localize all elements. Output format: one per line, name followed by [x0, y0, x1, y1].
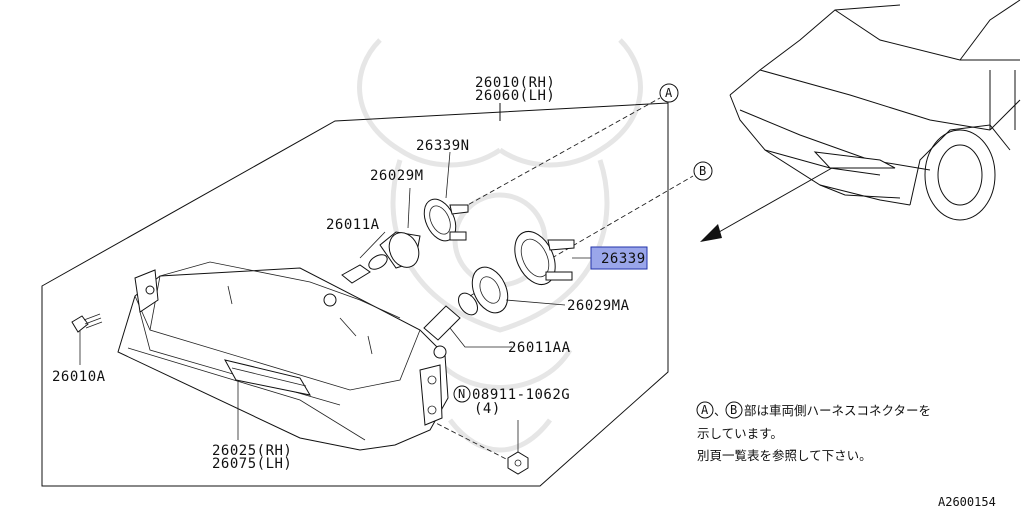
nut-part — [507, 420, 529, 475]
label-holder-m: 26029M — [370, 168, 424, 184]
svg-text:、: 、 — [714, 403, 727, 418]
note-line-1: 部は車両側ハーネスコネクターを — [744, 403, 931, 418]
label-nut-code: 08911-1062G — [472, 387, 570, 403]
label-holder-ma: 26029MA — [567, 298, 630, 314]
connector-a-letter: A — [665, 86, 673, 100]
svg-text:A: A — [701, 403, 709, 417]
note-line-2: 示しています。 — [697, 426, 783, 441]
diagram-reference: A2600154 — [938, 495, 996, 509]
socket-large — [514, 231, 592, 285]
label-lens-lh: 26075(LH) — [212, 456, 292, 472]
holder-ma — [471, 266, 566, 314]
svg-text:B: B — [730, 403, 737, 417]
car-illustration — [729, 0, 1021, 221]
connector-a-marker — [659, 83, 679, 103]
label-assembly-rh: 26010(RH) — [475, 75, 555, 91]
label-bulb-aa: 26011AA — [508, 340, 571, 356]
label-socket-highlight: 26339 — [601, 251, 646, 267]
holder-m — [379, 187, 421, 269]
connector-a-line — [454, 97, 661, 213]
label-nut-qty: (4) — [474, 401, 501, 417]
label-bulb-a: 26011A — [326, 217, 380, 233]
bulb-large — [423, 289, 512, 348]
screw-part — [71, 313, 103, 365]
location-arrow — [700, 167, 833, 242]
assembly-frame — [41, 102, 669, 487]
label-assembly-lh: 26060(LH) — [475, 88, 555, 104]
connector-b-letter: B — [699, 164, 706, 178]
headlamp-housing — [117, 261, 449, 451]
connector-b-marker — [693, 161, 713, 181]
label-lens-rh: 26025(RH) — [212, 443, 292, 459]
highlight-box — [590, 246, 648, 270]
marker-n-circle — [453, 385, 471, 403]
socket-n — [423, 151, 469, 242]
label-socket-n: 26339N — [416, 138, 470, 154]
bulb-small — [341, 231, 388, 284]
nut-line — [429, 419, 513, 463]
note-line-3: 別頁一覧表を参照して下さい。 — [697, 448, 872, 463]
connector-note: A 、 B 部は車両側ハーネスコネクターを 示しています。 別頁一覧表を参照して… — [696, 401, 931, 463]
label-screw: 26010A — [52, 369, 106, 385]
marker-n-letter: N — [458, 387, 465, 401]
